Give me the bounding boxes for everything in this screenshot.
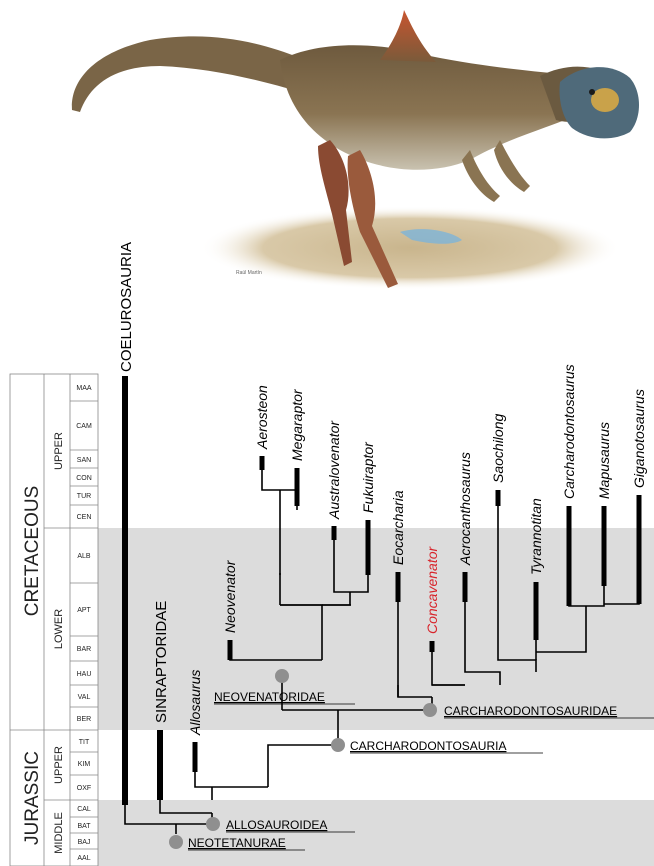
stage-label: BAR bbox=[77, 646, 91, 653]
stage-label: OXF bbox=[77, 785, 91, 792]
dinosaur-arm bbox=[494, 140, 530, 192]
timescale-labels: CRETACEOUS JURASSIC UPPER LOWER UPPER MI… bbox=[22, 385, 92, 862]
clade-label-allosauroidea: ALLOSAUROIDEA bbox=[226, 818, 327, 832]
node-carcharodontosauria bbox=[331, 738, 345, 752]
clade-label-neotetanurae: NEOTETANURAE bbox=[188, 836, 286, 850]
node-carcharodontosauridae bbox=[423, 703, 437, 717]
stage-label: AAL bbox=[77, 855, 90, 862]
taxon-label-aerosteon: Aerosteon bbox=[254, 385, 270, 450]
stage-label: CAM bbox=[76, 423, 92, 430]
clade-label-carcharodontosauridae: CARCHARODONTOSAURIDAE bbox=[444, 704, 617, 718]
stage-label: VAL bbox=[78, 694, 91, 701]
stage-label: BAT bbox=[77, 823, 91, 830]
stage-label: CAL bbox=[77, 806, 91, 813]
ground-patch bbox=[200, 206, 620, 290]
epoch-label-jurassic-middle: MIDDLE bbox=[53, 812, 65, 854]
taxon-label-sinraptoridae: SINRAPTORIDAE bbox=[153, 601, 170, 723]
taxon-label-coelurosauria: COELUROSAURIA bbox=[118, 242, 135, 372]
epoch-label-cretaceous-upper: UPPER bbox=[53, 432, 65, 470]
stage-label: APT bbox=[77, 607, 91, 614]
taxon-label-mapusaurus: Mapusaurus bbox=[596, 422, 612, 499]
taxon-label-giganotosaurus: Giganotosaurus bbox=[631, 389, 647, 488]
dinosaur-arm bbox=[462, 150, 500, 202]
stage-label: ALB bbox=[77, 553, 91, 560]
stage-label: CEN bbox=[77, 514, 92, 521]
taxon-label-neovenator: Neovenator bbox=[222, 559, 238, 633]
dinosaur-hump bbox=[380, 10, 436, 62]
taxon-label-acrocanthosaurus: Acrocanthosaurus bbox=[457, 452, 473, 566]
taxon-label-australovenator: Australovenator bbox=[326, 420, 342, 520]
concavenator-illustration: Raúl Martín bbox=[72, 10, 639, 290]
taxon-label-saochilong: Saochilong bbox=[490, 414, 506, 483]
node-neovenatoridae bbox=[275, 669, 289, 683]
taxon-label-allosaurus: Allosaurus bbox=[187, 670, 203, 736]
middle-jurassic-band bbox=[98, 800, 654, 866]
stage-label: HAU bbox=[77, 671, 92, 678]
clade-label-neovenatoridae: NEOVENATORIDAE bbox=[214, 690, 325, 704]
taxon-label-carcharodontosaurus: Carcharodontosaurus bbox=[561, 364, 577, 499]
dinosaur-head-crest bbox=[591, 88, 619, 112]
period-label-cretaceous: CRETACEOUS bbox=[22, 486, 43, 617]
taxon-label-tyrannotitan: Tyrannotitan bbox=[528, 498, 544, 575]
stage-label: BER bbox=[77, 716, 91, 723]
node-neotetanurae bbox=[169, 835, 183, 849]
stage-label: CON bbox=[76, 475, 92, 482]
epoch-label-jurassic-upper: UPPER bbox=[53, 746, 65, 784]
clade-label-carcharodontosauria: CARCHARODONTOSAURIA bbox=[350, 739, 506, 753]
taxon-label-eocarcharia: Eocarcharia bbox=[390, 490, 406, 565]
stage-label: TUR bbox=[77, 493, 91, 500]
node-allosauroidea bbox=[206, 817, 220, 831]
epoch-label-cretaceous-lower: LOWER bbox=[53, 609, 65, 649]
dinosaur-eye bbox=[589, 89, 595, 95]
stage-label: BAJ bbox=[78, 839, 91, 846]
illustration-signature: Raúl Martín bbox=[236, 270, 262, 276]
period-label-jurassic: JURASSIC bbox=[22, 751, 43, 845]
stage-label: MAA bbox=[76, 385, 92, 392]
stage-label: SAN bbox=[77, 457, 91, 464]
taxon-label-fukuiraptor: Fukuiraptor bbox=[360, 441, 376, 513]
taxon-label-concavenator: Concavenator bbox=[424, 545, 440, 634]
stage-label: TIT bbox=[79, 739, 90, 746]
taxon-label-megaraptor: Megaraptor bbox=[289, 388, 305, 461]
stage-label: KIM bbox=[78, 761, 91, 768]
dinosaur-tail bbox=[72, 36, 300, 112]
